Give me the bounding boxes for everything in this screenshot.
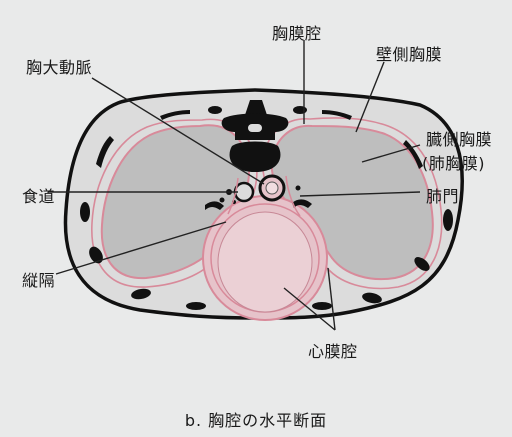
label-parietal-pleura: 壁側胸膜 xyxy=(376,41,442,65)
spinal-canal xyxy=(248,124,262,132)
label-pericardial-cavity: 心膜腔 xyxy=(308,338,358,362)
label-aorta: 胸大動脈 xyxy=(26,54,92,78)
label-pulmonary-pleura: (肺胸膜) xyxy=(422,150,485,174)
figure-caption: b. 胸腔の水平断面 xyxy=(0,407,512,431)
label-pleural-cavity: 胸膜腔 xyxy=(272,20,322,44)
label-visceral-pleura: 臓側胸膜 xyxy=(426,126,492,150)
label-mediastinum: 縦隔 xyxy=(22,267,55,291)
label-esophagus: 食道 xyxy=(22,183,55,207)
aorta-lumen xyxy=(266,182,278,194)
label-hilum: 肺門 xyxy=(426,183,459,207)
heart xyxy=(218,212,312,312)
